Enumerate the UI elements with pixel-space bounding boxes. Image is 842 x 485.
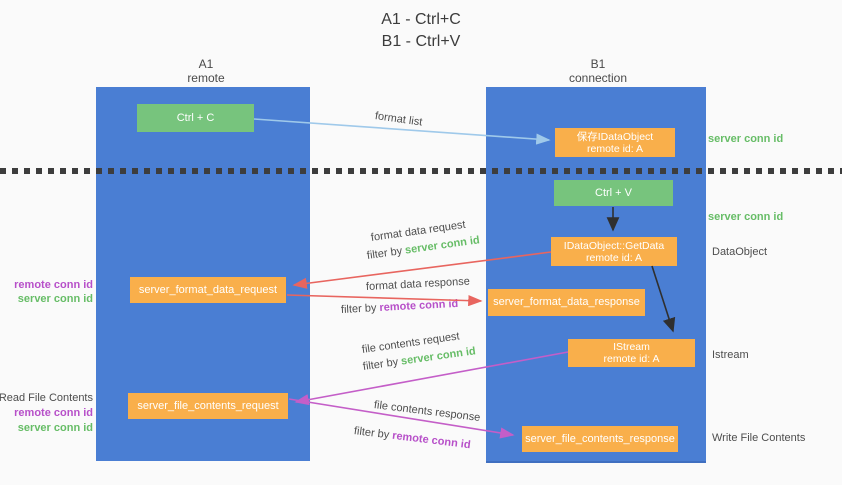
node-idataobject-getdata-line2: remote id: A xyxy=(585,251,643,264)
filter-by-text: filter by xyxy=(362,355,402,373)
diagram-title: A1 - Ctrl+C B1 - Ctrl+V xyxy=(0,9,842,53)
edge-label-file-contents-response: file contents response xyxy=(373,399,481,424)
node-istream-line1: IStream xyxy=(613,341,650,353)
node-server-format-data-request-label: server_format_data_request xyxy=(138,283,278,296)
lane-header-b: B1 connection xyxy=(538,57,658,85)
annotation-istream: Istream xyxy=(712,349,749,361)
filter-by-text: filter by xyxy=(353,425,393,442)
annotation-left-format-ids: remote conn id server conn id xyxy=(14,278,93,306)
lane-b-name: B1 xyxy=(590,57,606,71)
node-server-file-contents-response-label: server_file_contents_response xyxy=(525,432,675,445)
annotation-server-conn-id-format: server conn id xyxy=(17,293,93,305)
node-server-file-contents-response: server_file_contents_response xyxy=(522,426,678,452)
annotation-server-conn-id-mid: server conn id xyxy=(708,211,784,223)
title-line-1: A1 - Ctrl+C xyxy=(381,11,461,28)
annotation-dataobject: DataObject xyxy=(712,246,768,258)
node-server-file-contents-request-label: server_file_contents_request xyxy=(137,399,279,412)
edge-label-format-list: format list xyxy=(374,110,424,129)
lane-a-role: remote xyxy=(187,71,225,85)
remote-conn-id-text: remote conn id xyxy=(379,297,459,314)
annotation-remote-conn-id-file: remote conn id xyxy=(14,407,93,419)
node-server-file-contents-request: server_file_contents_request xyxy=(128,393,288,419)
node-ctrl-c: Ctrl + C xyxy=(137,104,254,132)
annotation-left-file-ids: Read File Contents remote conn id server… xyxy=(0,391,93,436)
lane-a-name: A1 xyxy=(198,57,214,71)
node-save-idataobject: 保存IDataObject remote id: A xyxy=(555,128,675,157)
annotation-remote-conn-id-format: remote conn id xyxy=(14,279,93,291)
node-idataobject-getdata-line1: IDataObject::GetData xyxy=(563,239,665,252)
node-ctrl-c-label: Ctrl + C xyxy=(176,111,215,124)
node-server-format-data-response: server_format_data_response xyxy=(488,289,645,316)
filter-by-text: filter by xyxy=(340,301,380,316)
node-ctrl-v: Ctrl + V xyxy=(554,180,673,206)
node-istream: IStream remote id: A xyxy=(568,339,695,367)
node-istream-line2: remote id: A xyxy=(603,353,660,365)
lane-header-a: A1 remote xyxy=(146,57,266,85)
edge-label-format-data-response: format data response xyxy=(365,275,471,293)
lane-b-role: connection xyxy=(568,71,628,85)
node-ctrl-v-label: Ctrl + V xyxy=(595,186,632,199)
edge-label-filter-remote-conn-1: filter by remote conn id xyxy=(341,298,459,316)
dotted-divider xyxy=(0,168,842,174)
title-line-2: B1 - Ctrl+V xyxy=(381,33,461,50)
filter-by-text: filter by xyxy=(366,244,406,262)
annotation-server-conn-id-file: server conn id xyxy=(17,422,93,434)
node-save-idataobject-line1: 保存IDataObject xyxy=(576,130,654,143)
node-idataobject-getdata: IDataObject::GetData remote id: A xyxy=(551,237,677,266)
annotation-write-file-contents: Write File Contents xyxy=(712,432,806,444)
remote-conn-id-text: remote conn id xyxy=(391,429,472,452)
node-save-idataobject-line2: remote id: A xyxy=(586,142,644,155)
node-server-format-data-response-label: server_format_data_response xyxy=(493,296,640,308)
node-server-format-data-request: server_format_data_request xyxy=(130,277,286,303)
annotation-read-file-contents: Read File Contents xyxy=(0,392,93,404)
annotation-server-conn-id-top: server conn id xyxy=(708,133,784,145)
edge-label-filter-remote-conn-2: filter by remote conn id xyxy=(353,425,471,451)
